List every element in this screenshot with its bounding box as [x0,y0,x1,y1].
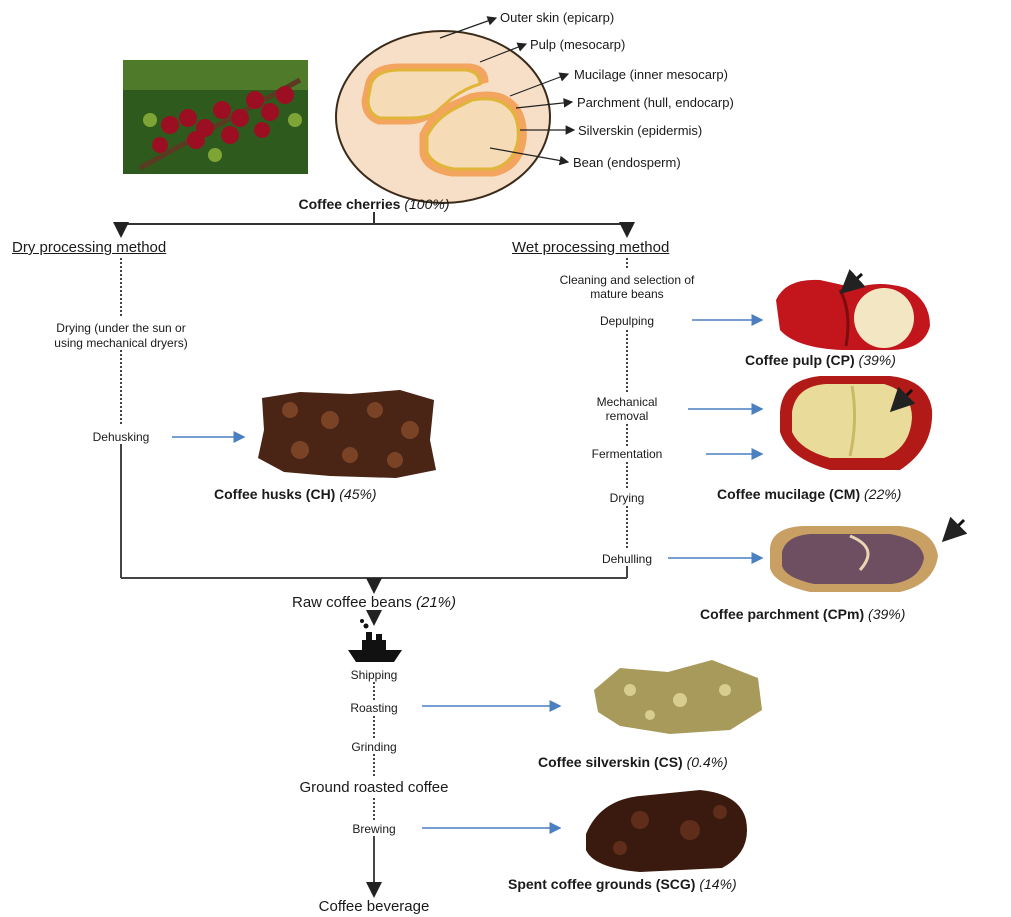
step-brewing: Brewing [352,822,396,836]
coffee-pulp-label: Coffee pulp (CP) (39%) [745,352,896,368]
pulp-label: Coffee pulp (CP) [745,352,855,368]
pulp-pct: (39%) [858,352,896,368]
spent-coffee-grounds-label: Spent coffee grounds (SCG) (14%) [508,876,737,892]
wet-step-cleaning-line2: mature beans [590,287,664,301]
anatomy-label-mucilage: Mucilage (inner mesocarp) [574,67,728,82]
anatomy-label-silverskin: Silverskin (epidermis) [578,123,703,138]
coffee-pulp-photo [776,269,930,350]
dry-path [120,258,627,594]
dry-step-dehusking: Dehusking [92,430,150,444]
husks-pct: (45%) [339,486,377,502]
scg-pct: (14%) [699,876,737,892]
wet-step-cleaning-line1: Cleaning and selection of [559,273,695,287]
mucilage-label: Coffee mucilage (CM) [717,486,861,502]
anatomy-label-pulp: Pulp (mesocarp) [530,37,626,52]
root-pct: (100%) [404,196,450,212]
raw-pct: (21%) [415,594,456,611]
coffee-parchment-label: Coffee parchment (CPm) (39%) [700,606,905,622]
raw-coffee-beans-label: Raw coffee beans (21%) [234,595,514,611]
step-roasting: Roasting [350,701,398,715]
wet-step-mechanical-line1: Mechanical [596,395,658,409]
coffee-cherries-photo [123,60,308,174]
coffee-mucilage-photo [780,376,933,470]
anatomy-label-parchment: Parchment (hull, endocarp) [577,95,734,110]
root-label: Coffee cherries [298,196,401,212]
mucilage-pct: (22%) [864,486,902,502]
cherry-cross-section [335,30,551,204]
coffee-beverage-label: Coffee beverage [318,898,430,915]
ship-icon [348,619,402,662]
dry-step-drying-line1: Drying (under the sun or [56,321,186,335]
dry-heading: Dry processing method [12,239,167,256]
wet-step-drying: Drying [609,491,645,505]
coffee-cherries-label: Coffee cherries (100%) [254,196,494,212]
dry-step-drying-line2: using mechanical dryers) [54,336,188,350]
ground-roasted-coffee-label: Ground roasted coffee [299,779,449,796]
silverskin-pct: (0.4%) [686,754,728,770]
silverskin-label: Coffee silverskin (CS) [538,754,683,770]
coffee-husks-photo [258,390,436,478]
scg-label: Spent coffee grounds (SCG) [508,876,696,892]
coffee-silverskin-label: Coffee silverskin (CS) (0.4%) [538,754,728,770]
parchment-pct: (39%) [868,606,906,622]
parchment-label: Coffee parchment (CPm) [700,606,865,622]
anatomy-label-outer-skin: Outer skin (epicarp) [500,10,615,25]
coffee-parchment-photo [770,516,968,592]
coffee-silverskin-photo [594,660,762,734]
wet-step-dehulling: Dehulling [601,552,653,566]
byproduct-arrows [172,314,764,834]
coffee-husks-label: Coffee husks (CH) (45%) [214,486,377,502]
anatomy-leaders [439,16,576,166]
split-connector [113,212,635,238]
anatomy-label-bean: Bean (endosperm) [573,155,681,170]
wet-step-mechanical-line2: removal [605,409,649,423]
raw-label: Raw coffee beans [292,594,412,611]
spent-coffee-grounds-photo [586,790,747,872]
wet-step-fermentation: Fermentation [591,447,663,461]
wet-step-depulping: Depulping [599,314,655,328]
husks-label: Coffee husks (CH) [214,486,336,502]
coffee-mucilage-label: Coffee mucilage (CM) (22%) [717,486,901,502]
wet-heading: Wet processing method [512,239,670,256]
step-shipping: Shipping [350,668,398,682]
step-grinding: Grinding [351,740,397,754]
